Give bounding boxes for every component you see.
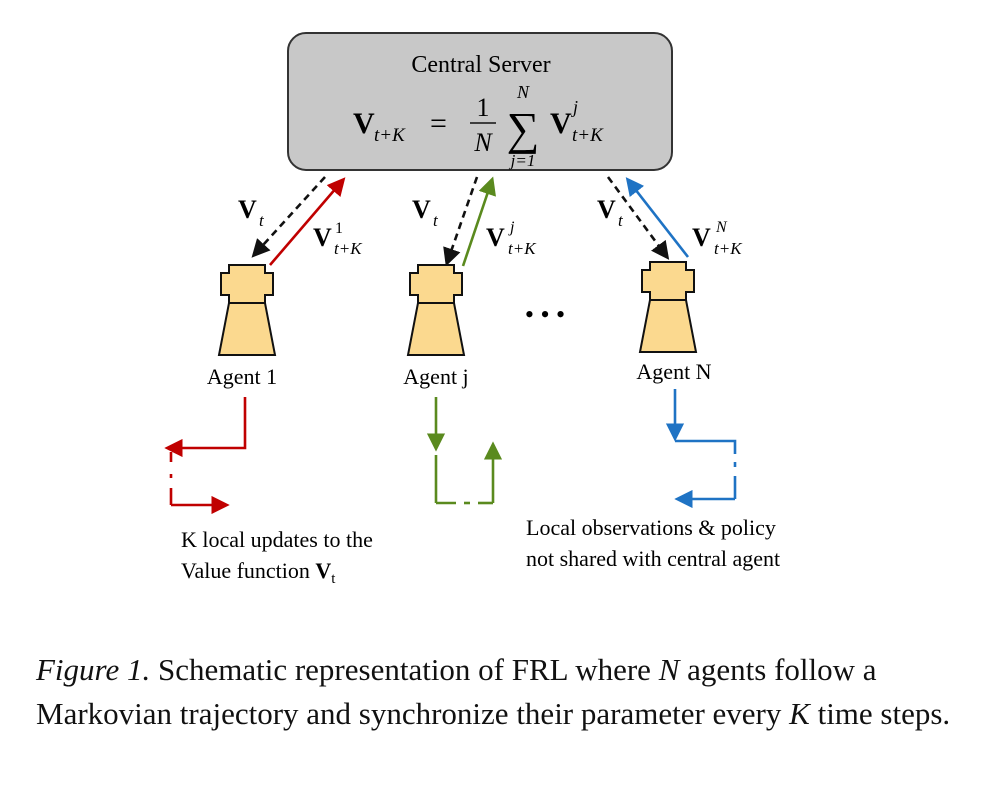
formula-rhs-sup: j xyxy=(571,97,578,117)
download-label-n-sub: t xyxy=(618,211,624,230)
upload-label-1-sub: t+K xyxy=(334,239,363,258)
local-trajectory-1 xyxy=(164,397,247,515)
caption-lead: Figure 1. xyxy=(36,652,151,687)
formula-lhs-base: V xyxy=(353,107,375,140)
formula-sum-upper: N xyxy=(516,82,530,102)
agent-j-icon xyxy=(406,264,466,356)
upload-label-1-base: V xyxy=(313,223,332,252)
formula-frac-den: N xyxy=(473,128,493,157)
central-server-title: Central Server xyxy=(411,52,550,78)
local-updates-line1: K local updates to the xyxy=(181,527,373,552)
caption-part3: time steps. xyxy=(809,696,951,731)
formula-equals: = xyxy=(430,107,447,140)
upload-arrow-1 xyxy=(269,177,346,266)
local-updates-line2-text: Value function xyxy=(181,558,315,583)
formula-lhs-sub: t+K xyxy=(374,125,406,146)
upload-label-j-sub: t+K xyxy=(508,239,537,258)
download-arrow-j xyxy=(443,176,479,267)
caption-var-n: N xyxy=(658,652,680,687)
privacy-note-line2: not shared with central agent xyxy=(526,546,780,571)
download-label-j-sub: t xyxy=(433,211,439,230)
upload-label-j-base: V xyxy=(486,223,505,252)
link-agent-1: V t V 1 t+K xyxy=(238,176,363,266)
central-server-box xyxy=(287,32,673,171)
caption-var-k: K xyxy=(789,696,810,731)
figure-caption: Figure 1. Schematic representation of FR… xyxy=(36,648,966,736)
formula-sum-sign: ∑ xyxy=(507,103,540,154)
upload-arrow-n xyxy=(625,177,690,258)
download-label-j-base: V xyxy=(412,195,431,224)
privacy-note: Local observations & policy not shared w… xyxy=(526,515,780,571)
aggregation-formula: V t+K = 1 N N ∑ j=1 V j t+K xyxy=(353,82,604,170)
download-label-1-base: V xyxy=(238,195,257,224)
agent-1-label: Agent 1 xyxy=(207,364,277,389)
agent-1: Agent 1 xyxy=(207,264,277,389)
agent-n-label: Agent N xyxy=(636,359,711,384)
agent-j-label: Agent j xyxy=(403,364,468,389)
privacy-note-line1: Local observations & policy xyxy=(526,515,776,540)
upload-label-n-sup: N xyxy=(715,219,728,236)
link-agent-j: V t V j t+K xyxy=(412,176,537,267)
frl-diagram: Central Server V t+K = 1 N N ∑ j=1 V j t… xyxy=(164,32,780,587)
upload-label-n-base: V xyxy=(692,223,711,252)
upload-arrow-j xyxy=(461,176,496,267)
formula-sum-lower: j=1 xyxy=(509,151,536,170)
local-updates-note: K local updates to the Value function Vt xyxy=(181,527,373,587)
upload-label-j-sup: j xyxy=(508,219,515,236)
agent-j: Agent j xyxy=(403,264,469,389)
formula-frac-num: 1 xyxy=(477,93,490,122)
agent-n-icon xyxy=(638,261,698,353)
local-trajectory-j xyxy=(426,397,503,505)
local-updates-line2-base: V xyxy=(315,558,331,583)
download-label-n-base: V xyxy=(597,195,616,224)
download-label-1-sub: t xyxy=(259,211,265,230)
download-arrow-1 xyxy=(251,176,326,258)
agents-ellipsis: • • • xyxy=(525,300,565,329)
upload-label-n-sub: t+K xyxy=(714,239,743,258)
upload-label-1-sup: 1 xyxy=(335,220,343,237)
local-updates-line2: Value function Vt xyxy=(181,558,336,587)
agent-1-icon xyxy=(217,264,277,356)
local-updates-line2-sub: t xyxy=(331,571,336,587)
caption-part1: Schematic representation of FRL where xyxy=(150,652,659,687)
agent-n: Agent N xyxy=(636,261,712,384)
central-server: Central Server V t+K = 1 N N ∑ j=1 V j t… xyxy=(287,32,673,171)
caption-part2: agents follow a Markovian trajectory and… xyxy=(36,652,877,731)
download-arrow-n xyxy=(606,176,670,260)
formula-rhs-sub: t+K xyxy=(572,125,604,146)
local-trajectory-n xyxy=(665,389,737,509)
link-agent-n: V t V N t+K xyxy=(597,176,743,260)
formula-rhs-base: V xyxy=(550,107,572,140)
